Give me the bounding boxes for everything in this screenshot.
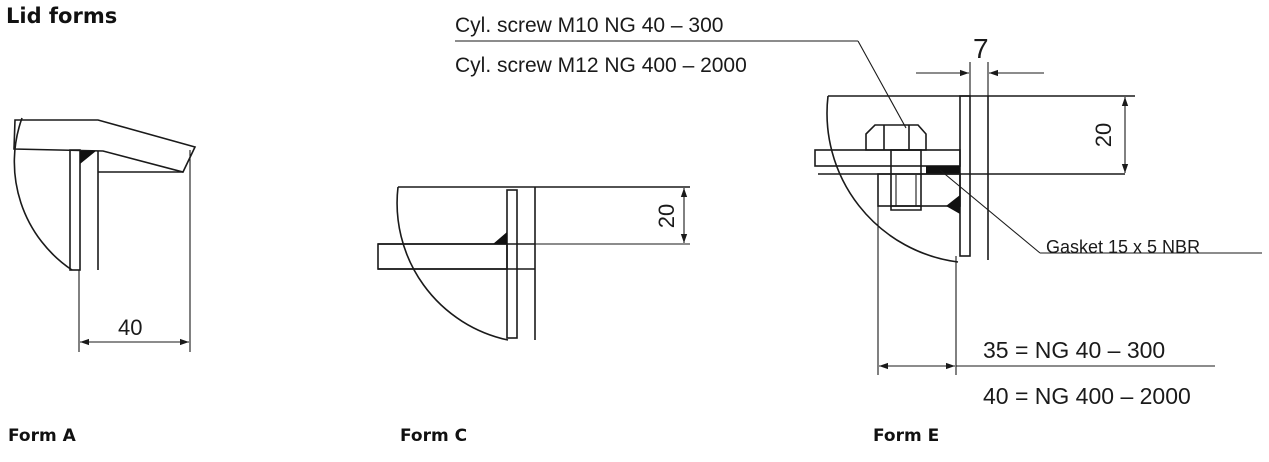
form-c-dimension-label: 20 [654, 204, 679, 228]
form-e-shell-wall [959, 95, 971, 257]
form-c-drawing: 20 [377, 186, 690, 341]
form-e-bolt-end [890, 206, 922, 211]
form-a-caption: Form A [8, 426, 76, 446]
form-e-gasket-label: Gasket 15 x 5 NBR [1046, 237, 1200, 257]
form-e-weld [946, 195, 960, 214]
form-c-caption: Form C [400, 426, 468, 446]
form-c-breakout-arc [396, 186, 509, 341]
form-e-bolt-shank [890, 149, 922, 207]
form-a-lid-section [13, 119, 197, 173]
form-e-gasket-leader [939, 169, 1041, 254]
form-e-screw-leader [857, 40, 907, 129]
form-c-shell-wall [506, 189, 518, 339]
form-e-screw-label-2: Cyl. screw M12 NG 400 – 2000 [455, 54, 747, 77]
form-a-weld [80, 151, 96, 164]
form-e-bolt-head [865, 124, 927, 151]
form-e-caption: Form E [873, 426, 940, 446]
form-e-lid-plate [814, 149, 961, 167]
form-e-height-label: 20 [1091, 123, 1116, 147]
page-title: Lid forms [6, 4, 118, 28]
form-a-drawing: 40 [13, 117, 197, 352]
form-c-weld [493, 232, 507, 244]
form-a-breakout-arc [13, 117, 73, 271]
form-e-drawing: Cyl. screw M10 NG 40 – 300 Cyl. screw M1… [455, 14, 1262, 409]
form-e-width-label-1: 35 = NG 40 – 300 [983, 337, 1165, 363]
form-c-lid-section [377, 243, 508, 270]
form-e-breakout-arc [826, 95, 959, 263]
form-e-screw-label-1: Cyl. screw M10 NG 40 – 300 [455, 14, 723, 37]
form-a-dimension-label: 40 [118, 315, 142, 340]
form-a-shell-wall [69, 149, 81, 271]
form-e-gap-label: 7 [973, 33, 989, 64]
form-e-gasket [926, 166, 960, 174]
form-e-width-label-2: 40 = NG 400 – 2000 [983, 383, 1191, 409]
